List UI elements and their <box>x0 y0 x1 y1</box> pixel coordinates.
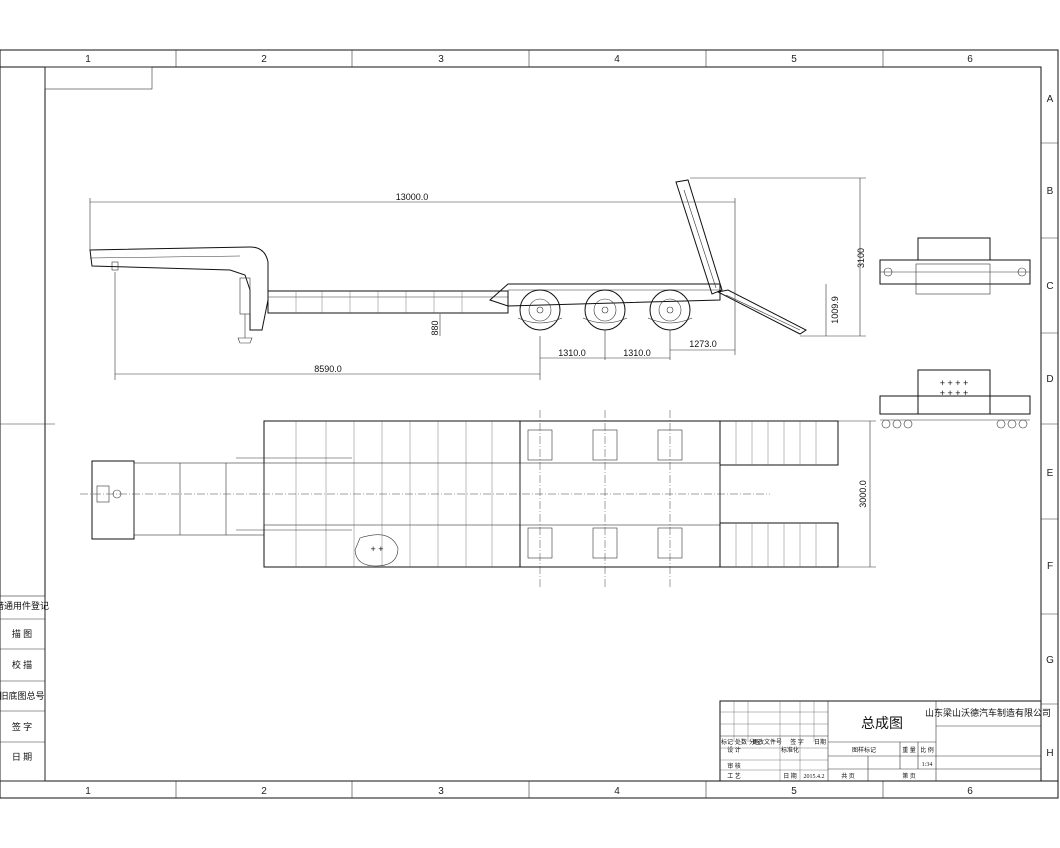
svg-text:+ + + +: + + + + <box>940 378 969 388</box>
end-view-wheels <box>881 419 1028 429</box>
tb-reviewer: 审 核 <box>727 762 741 770</box>
dimension-overall-length: 13000.0 <box>396 192 429 202</box>
zone-number: 6 <box>967 54 973 65</box>
tb-date-value: 2015.4.2 <box>804 774 825 780</box>
tb-weight: 重 量 <box>902 746 916 754</box>
tb-designer: 设 计 <box>727 746 741 754</box>
drawing-name: 总成图 <box>861 716 903 732</box>
zone-letter: D <box>1046 374 1053 385</box>
zone-number: 4 <box>614 786 620 797</box>
front-end-view: + + + + + + + + <box>879 369 1031 429</box>
plan-view: + + <box>80 410 839 588</box>
tb-scale: 比 例 <box>920 746 934 754</box>
tb-total-sheets: 共 页 <box>841 772 855 780</box>
svg-text:+ + + +: + + + + <box>940 388 969 398</box>
tb-sheet-no: 第 页 <box>902 772 916 780</box>
zone-number: 5 <box>791 54 797 65</box>
zone-letter: B <box>1047 186 1054 197</box>
zone-number: 3 <box>438 786 444 797</box>
dimension-axle-spacing-1: 1310.0 <box>558 348 586 358</box>
tb-col-zone: 分区 <box>749 738 761 746</box>
zone-letter: H <box>1046 748 1053 759</box>
plan-axle <box>527 410 553 588</box>
side-dimensions: 13000.0 3100 1009.9 880 1310.0 1310.0 12… <box>89 177 866 380</box>
company-name: 山东梁山沃德汽车制造有限公司 <box>925 707 1051 718</box>
axle-wheel <box>649 289 691 331</box>
ramp-slats <box>735 421 817 567</box>
zone-number: 1 <box>85 786 91 797</box>
plan-dimensions: 3000.0 <box>838 420 876 568</box>
deck-crossmembers <box>295 291 463 313</box>
plan-axle <box>592 410 618 588</box>
tb-col-count: 处数 <box>735 738 747 746</box>
dimension-kingpin-to-axle: 8590.0 <box>314 364 342 374</box>
zone-letter: C <box>1046 281 1053 292</box>
zone-labels-top: 1 2 3 4 5 6 <box>85 54 973 65</box>
revision-label: 校 描 <box>12 659 32 670</box>
zone-columns <box>0 50 1058 798</box>
zone-number: 4 <box>614 54 620 65</box>
tb-process: 工 艺 <box>727 772 741 780</box>
zone-letter: A <box>1047 94 1054 105</box>
dimension-height-total: 3100 <box>856 248 866 268</box>
plan-axle <box>657 410 683 588</box>
revision-label: 描 图 <box>12 628 32 639</box>
rear-end-view <box>879 237 1031 295</box>
revision-label: 签 字 <box>12 721 32 732</box>
dimension-overall-width: 3000.0 <box>858 480 868 508</box>
zone-labels-right: A B C D E F G H <box>1046 94 1054 759</box>
dimension-axle-spacing-2: 1310.0 <box>623 348 651 358</box>
tb-col-date: 日期 <box>814 738 826 746</box>
dimension-rear-overhang: 1273.0 <box>689 339 717 349</box>
zone-number: 2 <box>261 786 267 797</box>
tb-standardization: 标准化 <box>781 746 799 754</box>
zone-labels-bottom: 1 2 3 4 5 6 <box>85 786 973 797</box>
drawing-frame <box>0 49 1059 799</box>
dimension-ramp-height: 1009.9 <box>830 296 840 324</box>
tb-col-marker: 标记 <box>721 738 733 746</box>
tb-col-sign: 签 字 <box>790 738 804 746</box>
zone-letter: G <box>1046 655 1054 666</box>
revision-label: 旧底图总号 <box>0 690 45 701</box>
revision-label: 日 期 <box>12 752 32 762</box>
zone-number: 1 <box>85 54 91 65</box>
zone-letter: F <box>1047 561 1053 572</box>
zone-number: 2 <box>261 54 267 65</box>
dimension-deck-height: 880 <box>430 320 440 335</box>
revision-label: 借通用件登记 <box>0 600 49 611</box>
svg-text:+ +: + + <box>370 544 383 554</box>
axle-wheel <box>584 289 626 331</box>
title-block: 总成图 山东梁山沃德汽车制造有限公司 标记 处数 分区 更改文件号 签 字 日期… <box>719 700 1051 782</box>
zone-number: 5 <box>791 786 797 797</box>
tb-col-change-doc: 更改文件号 <box>752 738 782 746</box>
zone-number: 6 <box>967 786 973 797</box>
revision-panel: 借通用件登记 描 图 校 描 旧底图总号 签 字 日 期 <box>0 595 49 782</box>
axle-wheel <box>519 289 561 331</box>
tb-scale-value: 1:34 <box>922 762 933 768</box>
tb-date-label: 日 期 <box>783 772 797 780</box>
side-view <box>89 179 807 344</box>
zone-letter: E <box>1047 468 1054 479</box>
zone-number: 3 <box>438 54 444 65</box>
tb-drawing-mark: 图样标记 <box>852 746 876 754</box>
